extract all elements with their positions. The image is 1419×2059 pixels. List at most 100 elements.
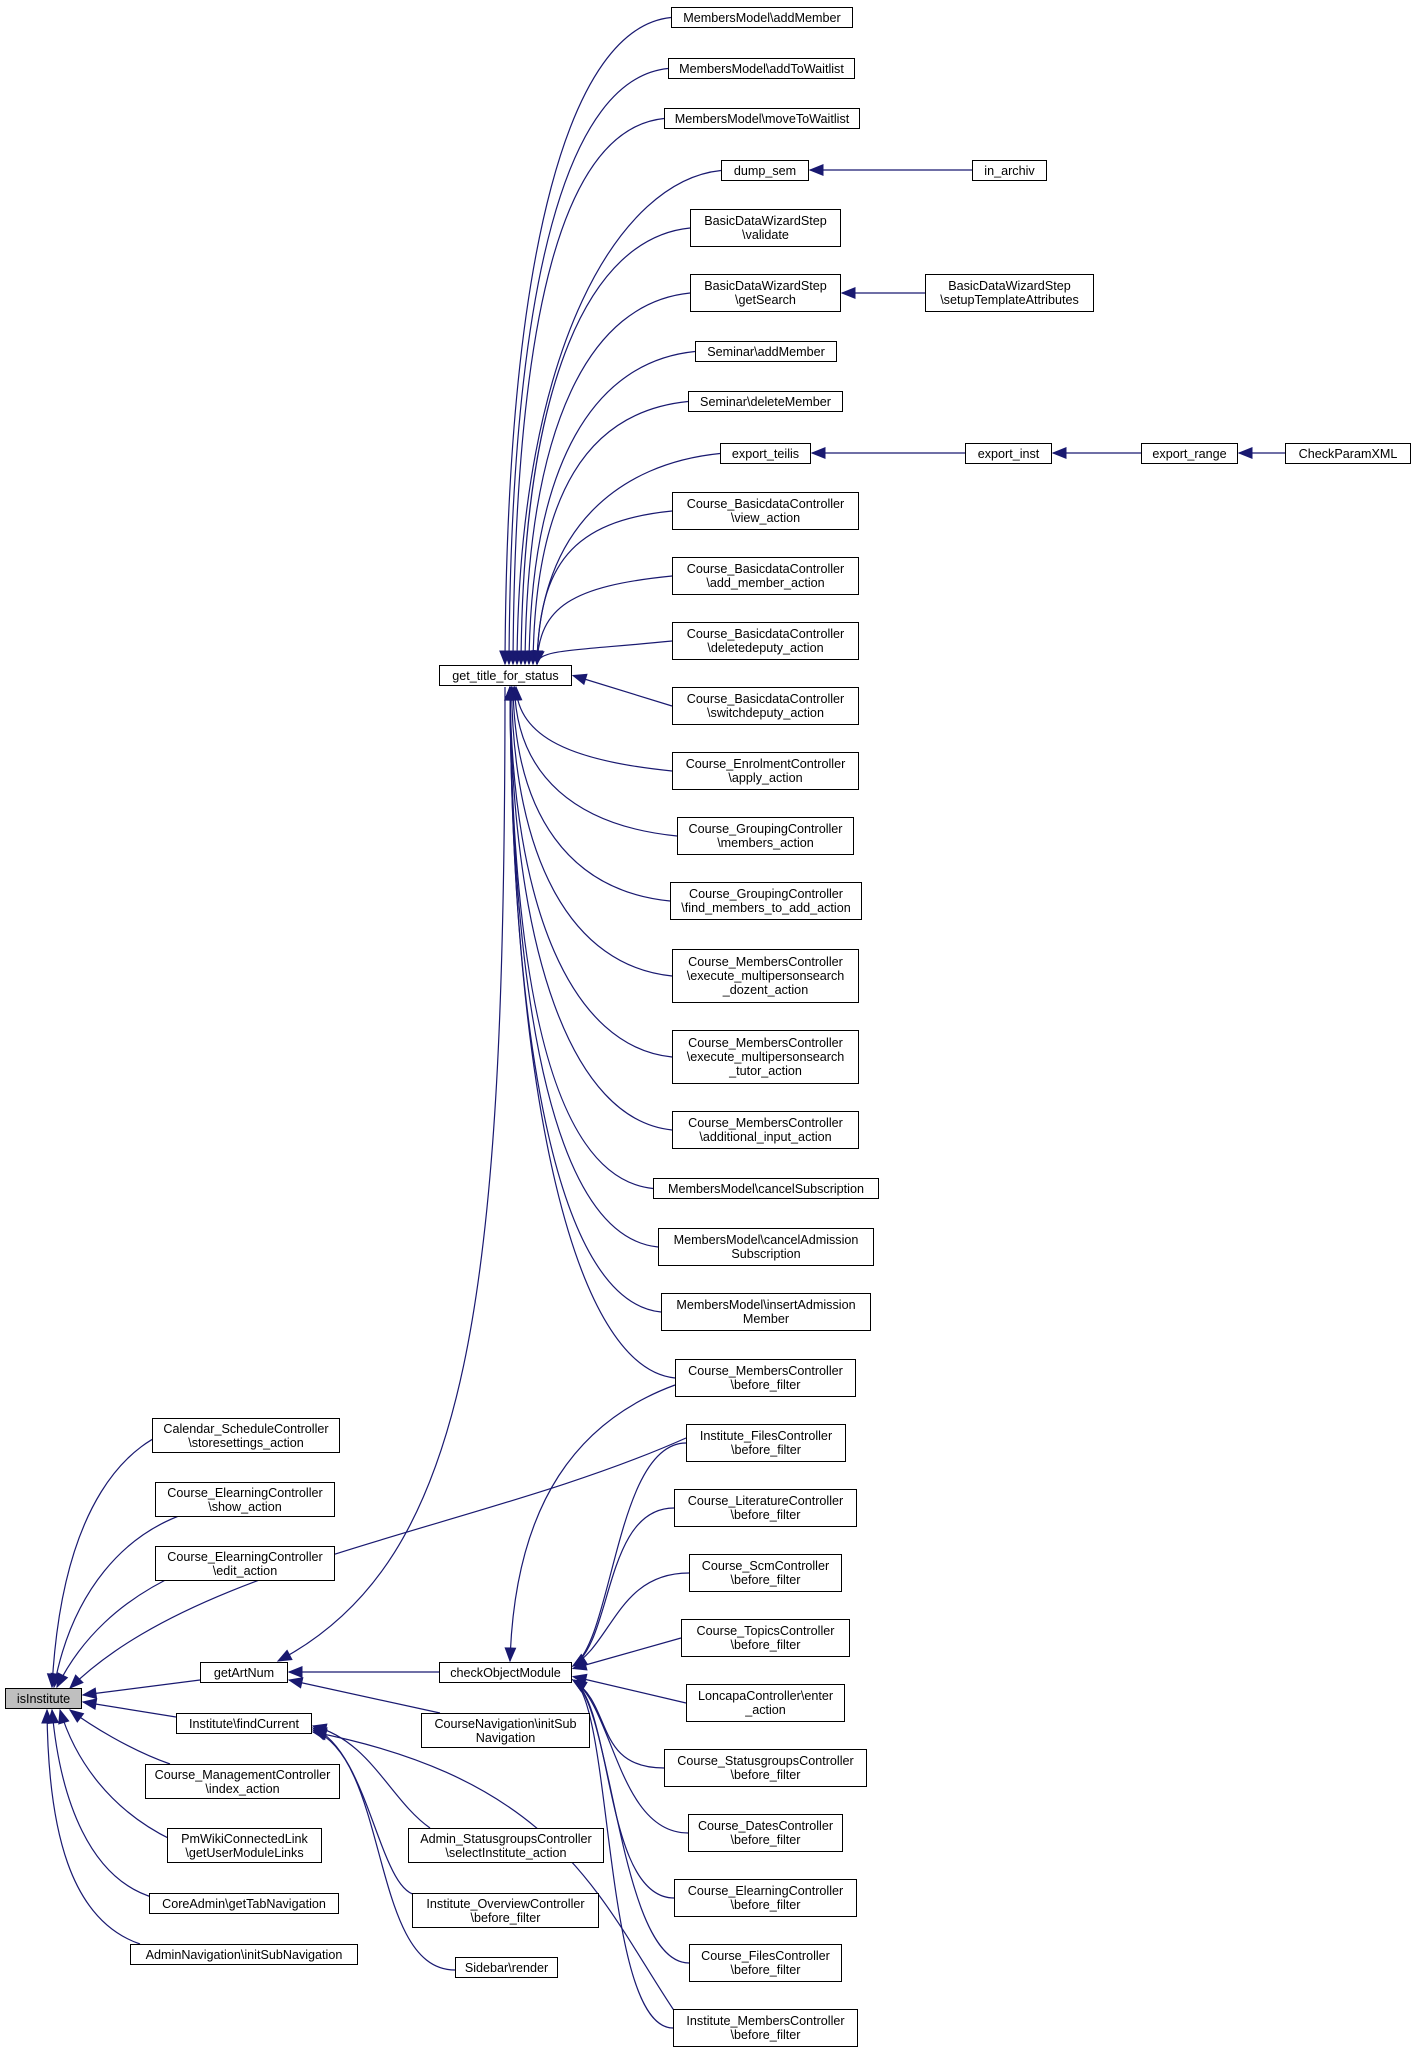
edge-in_archiv-to-dump_sem-arrowhead [808,164,824,176]
edge-instmembers_before-to-checkobj [572,1679,674,2029]
node-get-title-for-status[interactable]: get_title_for_status [439,665,572,686]
edge-topics_before-to-checkobj [572,1637,682,1670]
node-pmwiki-connected-link[interactable]: PmWikiConnectedLink \getUserModuleLinks [167,1828,322,1863]
node-members-additional-input-action[interactable]: Course_MembersController \additional_inp… [672,1111,859,1149]
edge-grouping_find-to-get_title [512,686,671,902]
edge-coursenav-to-getArtNum-arrowhead [287,1677,304,1689]
node-basicdatawizardstep-validate[interactable]: BasicDataWizardStep \validate [690,209,841,247]
node-basicdata-add-member-action[interactable]: Course_BasicdataController \add_member_a… [672,557,859,595]
node-membersmodel-cancelsubscription[interactable]: MembersModel\cancelSubscription [653,1178,879,1199]
edge-sem_add-to-get_title [528,350,696,665]
edge-checkobj-to-getArtNum-arrowhead [287,1666,303,1678]
node-institute-members-before-filter[interactable]: Institute_MembersController \before_filt… [673,2009,858,2047]
node-management-index-action[interactable]: Course_ManagementController \index_actio… [145,1764,340,1799]
node-enrolment-apply-action[interactable]: Course_EnrolmentController \apply_action [672,752,859,790]
node-topics-before-filter[interactable]: Course_TopicsController \before_filter [681,1619,850,1657]
edge-coursenav-to-getArtNum [288,1679,441,1714]
node-basicdatawizardstep-getsearch[interactable]: BasicDataWizardStep \getSearch [690,274,841,312]
node-coursenavigation-initsubnavigation[interactable]: CourseNavigation\initSub Navigation [421,1713,590,1748]
node-membersmodel-insertadmissionmember[interactable]: MembersModel\insertAdmission Member [661,1293,871,1331]
node-basicdatawizardstep-setuptemplateattributes[interactable]: BasicDataWizardStep \setupTemplateAttrib… [925,274,1094,312]
edge-pmwiki-to-isInstitute [59,1709,173,1841]
node-membersmodel-movetowaitlist[interactable]: MembersModel\moveToWaitlist [664,108,860,129]
edge-pmwiki-to-isInstitute-arrowhead [58,1708,70,1725]
edge-inst_findcurrent-to-isInstitute-arrowhead [81,1698,98,1711]
edge-inst_overview-to-inst_findcurrent [312,1727,421,1896]
edge-cm_before-to-checkobj-arrowhead [504,1647,517,1663]
edge-cm_before-to-get_title-arrowhead [504,685,517,701]
node-files-before-filter[interactable]: Course_FilesController \before_filter [689,1944,842,1982]
node-institute-files-before-filter[interactable]: Institute_FilesController \before_filter [686,1424,846,1462]
edge-get_title-to-getArtNum-arrowhead [276,1649,293,1662]
node-sidebar-render[interactable]: Sidebar\render [455,1957,558,1978]
edge-mm_addwait-to-get_title [508,67,669,665]
edge-cm_additional-to-get_title [509,686,673,1131]
node-seminar-deletemember[interactable]: Seminar\deleteMember [688,391,843,412]
node-export-range[interactable]: export_range [1141,443,1238,464]
node-dump-sem[interactable]: dump_sem [721,160,809,181]
node-in-archiv[interactable]: in_archiv [972,160,1047,181]
edge-cbd_switchdeputy-to-get_title [572,674,673,707]
edge-files_before-to-checkobj [572,1679,690,1964]
node-membersmodel-canceladmissionsubscription[interactable]: MembersModel\cancelAdmission Subscriptio… [658,1228,874,1266]
edge-bdws_validate-to-get_title [520,227,691,665]
node-elearning-before-filter[interactable]: Course_ElearningController \before_filte… [674,1879,857,1917]
node-membersmodel-addtowaitlist[interactable]: MembersModel\addToWaitlist [668,58,855,79]
edge-bdws_setup-to-bdws_getsearch-arrowhead [840,287,856,299]
edge-mm_add-to-get_title [504,16,672,665]
node-export-teilis[interactable]: export_teilis [720,443,811,464]
edge-sem_delete-to-get_title [532,400,689,665]
edge-mgmt_index-to-isInstitute-arrowhead [68,1709,85,1723]
node-institute-overview-before-filter[interactable]: Institute_OverviewController \before_fil… [412,1893,599,1928]
edge-instfiles_before-to-checkobj [572,1442,687,1667]
edge-getArtNum-to-isInstitute-arrowhead [81,1687,98,1700]
edge-adminnav-to-isInstitute-arrowhead [41,1708,54,1724]
edge-mm_canceladm-to-get_title [509,686,659,1248]
node-adminnavigation-initsubnavigation[interactable]: AdminNavigation\initSubNavigation [130,1944,358,1965]
node-members-multipersonsearch-tutor[interactable]: Course_MembersController \execute_multip… [672,1030,859,1084]
node-basicdata-switchdeputy-action[interactable]: Course_BasicdataController \switchdeputy… [672,687,859,725]
edge-elearn_edit-to-isInstitute-arrowhead [56,1672,69,1689]
node-members-multipersonsearch-dozent[interactable]: Course_MembersController \execute_multip… [672,949,859,1003]
node-scm-before-filter[interactable]: Course_ScmController \before_filter [689,1554,842,1592]
node-calendar-schedule-storesettings[interactable]: Calendar_ScheduleController \storesettin… [152,1418,340,1453]
node-elearning-edit-action[interactable]: Course_ElearningController \edit_action [155,1546,335,1581]
node-seminar-addmember[interactable]: Seminar\addMember [695,341,837,362]
node-grouping-find-members-to-add-action[interactable]: Course_GroupingController \find_members_… [670,882,862,920]
edge-bdws_getsearch-to-get_title [524,292,691,665]
node-checkObjectModule[interactable]: checkObjectModule [439,1662,572,1683]
edge-instfiles_before-to-isInstitute-arrowhead [69,1674,84,1689]
node-isInstitute[interactable]: isInstitute [5,1688,82,1709]
edge-cm_before-to-checkobj [509,1384,676,1662]
edge-scm_before-to-checkobj [572,1572,690,1667]
edge-cbd_switchdeputy-to-get_title-arrowhead [571,673,588,686]
node-institute-findcurrent[interactable]: Institute\findCurrent [176,1713,312,1734]
edge-cbd_addmember-to-get_title [536,575,673,665]
node-members-before-filter[interactable]: Course_MembersController \before_filter [675,1359,856,1397]
edge-cm_tutor-to-get_title [509,686,673,1058]
node-statusgroups-before-filter[interactable]: Course_StatusgroupsController \before_fi… [664,1749,867,1787]
edge-get_title-to-getArtNum [277,686,506,1662]
edge-sidebar-to-inst_findcurrent [312,1729,456,1971]
node-admin-statusgroups-selectinstitute[interactable]: Admin_StatusgroupsController \selectInst… [408,1828,604,1863]
node-literature-before-filter[interactable]: Course_LiteratureController \before_filt… [674,1489,857,1527]
node-grouping-members-action[interactable]: Course_GroupingController \members_actio… [677,817,854,855]
node-checkparamxml[interactable]: CheckParamXML [1285,443,1411,464]
node-basicdata-view-action[interactable]: Course_BasicdataController \view_action [672,492,859,530]
edge-topics_before-to-checkobj-arrowhead [571,1659,588,1671]
edge-instfiles_before-to-isInstitute [69,1437,687,1689]
edge-export_range-to-export_inst-arrowhead [1051,447,1067,459]
node-basicdata-deletedeputy-action[interactable]: Course_BasicdataController \deletedeputy… [672,622,859,660]
node-getArtNum[interactable]: getArtNum [200,1662,288,1683]
node-elearning-show-action[interactable]: Course_ElearningController \show_action [155,1482,335,1517]
node-loncapa-enter-action[interactable]: LoncapaController\enter _action [686,1684,845,1722]
edge-export_inst-to-export_teilis-arrowhead [810,447,826,459]
node-coreadmin-tabnavigation[interactable]: CoreAdmin\getTabNavigation [149,1893,339,1914]
edge-admin_statusgroups-to-inst_findcurrent [312,1725,431,1829]
node-membersmodel-addmember[interactable]: MembersModel\addMember [671,7,853,28]
edge-instmembers_before-to-inst_findcurrent-arrowhead [311,1728,328,1741]
node-export-inst[interactable]: export_inst [965,443,1052,464]
edge-adminnav-to-isInstitute [46,1709,141,1945]
node-dates-before-filter[interactable]: Course_DatesController \before_filter [688,1814,843,1852]
